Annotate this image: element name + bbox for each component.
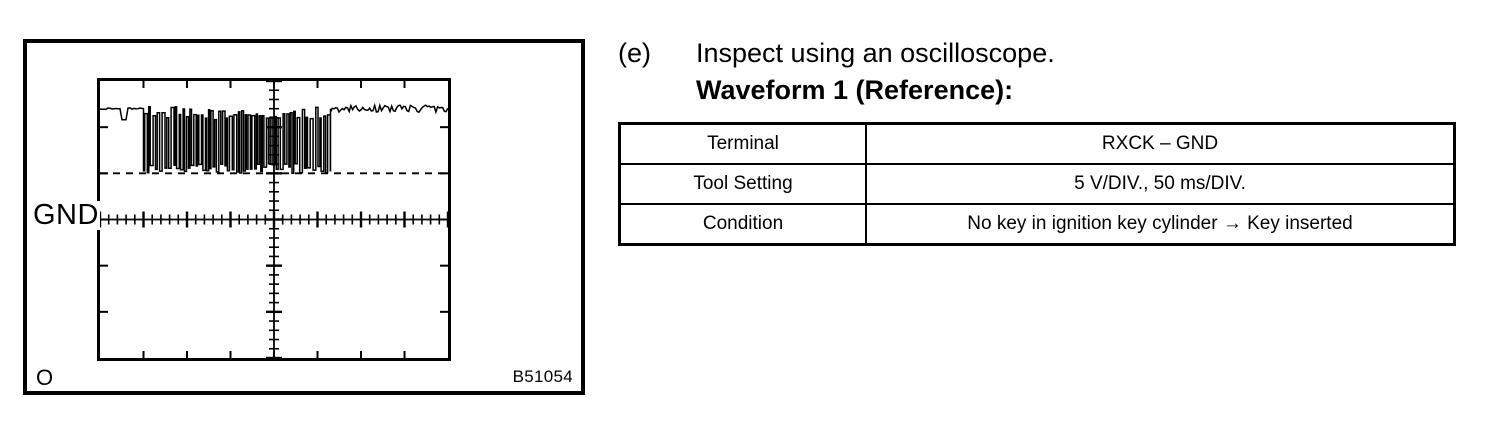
step-instruction-text: Inspect using an oscilloscope.: [696, 38, 1055, 68]
row-value-condition: No key in ignition key cylinder → Key in…: [865, 203, 1456, 246]
table-row: Terminal RXCK – GND: [618, 122, 1456, 165]
row-label-terminal: Terminal: [618, 122, 867, 165]
table-body: Terminal RXCK – GND Tool Setting 5 V/DIV…: [618, 122, 1456, 246]
row-value-terminal: RXCK – GND: [865, 122, 1456, 165]
instruction-block: (e) Inspect using an oscilloscope. Wavef…: [618, 36, 1478, 108]
scope-plot-area: [100, 81, 448, 358]
waveform-spec-table: Terminal RXCK – GND Tool Setting 5 V/DIV…: [618, 122, 1456, 246]
waveform-heading: Waveform 1 (Reference):: [696, 75, 1014, 105]
row-value-tool-setting: 5 V/DIV., 50 ms/DIV.: [865, 163, 1456, 205]
scope-graticule: [97, 78, 451, 361]
step-marker: (e): [618, 38, 651, 68]
step-line: (e) Inspect using an oscilloscope.: [618, 36, 1478, 70]
figure-id-label: B51054: [512, 367, 573, 386]
origin-label: O: [36, 365, 54, 390]
table-row: Tool Setting 5 V/DIV., 50 ms/DIV.: [618, 163, 1456, 205]
row-label-tool-setting: Tool Setting: [618, 163, 867, 205]
table-row: Condition No key in ignition key cylinde…: [618, 203, 1456, 246]
waveform-trace: [100, 81, 448, 358]
oscilloscope-figure: GND O B51054: [23, 39, 585, 395]
row-label-condition: Condition: [618, 203, 867, 246]
gnd-label: GND: [32, 199, 100, 231]
